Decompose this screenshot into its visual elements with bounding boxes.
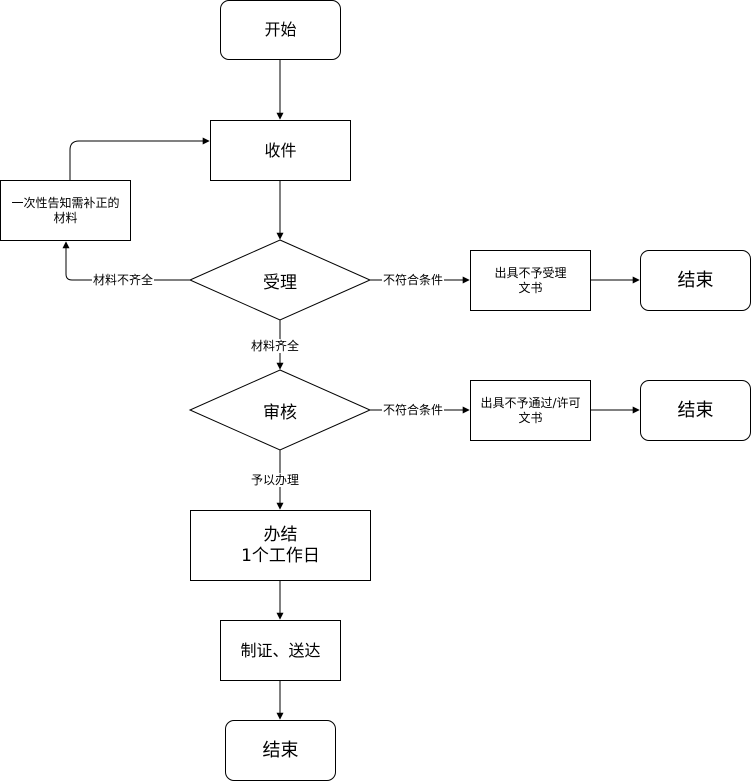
edge-label-not-qualified-1: 不符合条件	[382, 273, 445, 287]
edge-accept-notify	[62, 241, 190, 281]
edge-label-complete: 材料齐全	[250, 339, 301, 353]
edge-label-approve: 予以办理	[250, 473, 301, 487]
edge-label-incomplete: 材料不齐全	[92, 273, 155, 287]
conclude-node: 办结 1个工作日	[190, 510, 371, 581]
end-reject-review-node: 结束	[640, 380, 751, 441]
end-reject-accept-node: 结束	[640, 250, 751, 311]
decision-review-label: 审核	[263, 402, 297, 423]
start-node: 开始	[220, 0, 341, 60]
notify-correction-node: 一次性告知需补正的 材料	[0, 180, 131, 241]
end-node: 结束	[225, 720, 336, 781]
decision-accept-shape	[188, 239, 372, 321]
certify-deliver-node: 制证、送达	[220, 620, 341, 681]
reject-accept-node: 出具不予受理 文书	[470, 250, 591, 311]
decision-accept-label: 受理	[263, 272, 297, 293]
edge-label-not-qualified-2: 不符合条件	[382, 403, 445, 417]
reject-review-node: 出具不予通过/许可 文书	[470, 380, 591, 441]
decision-review-shape	[188, 369, 372, 451]
receive-node: 收件	[210, 120, 351, 181]
edge-notify-receive	[69, 137, 210, 180]
